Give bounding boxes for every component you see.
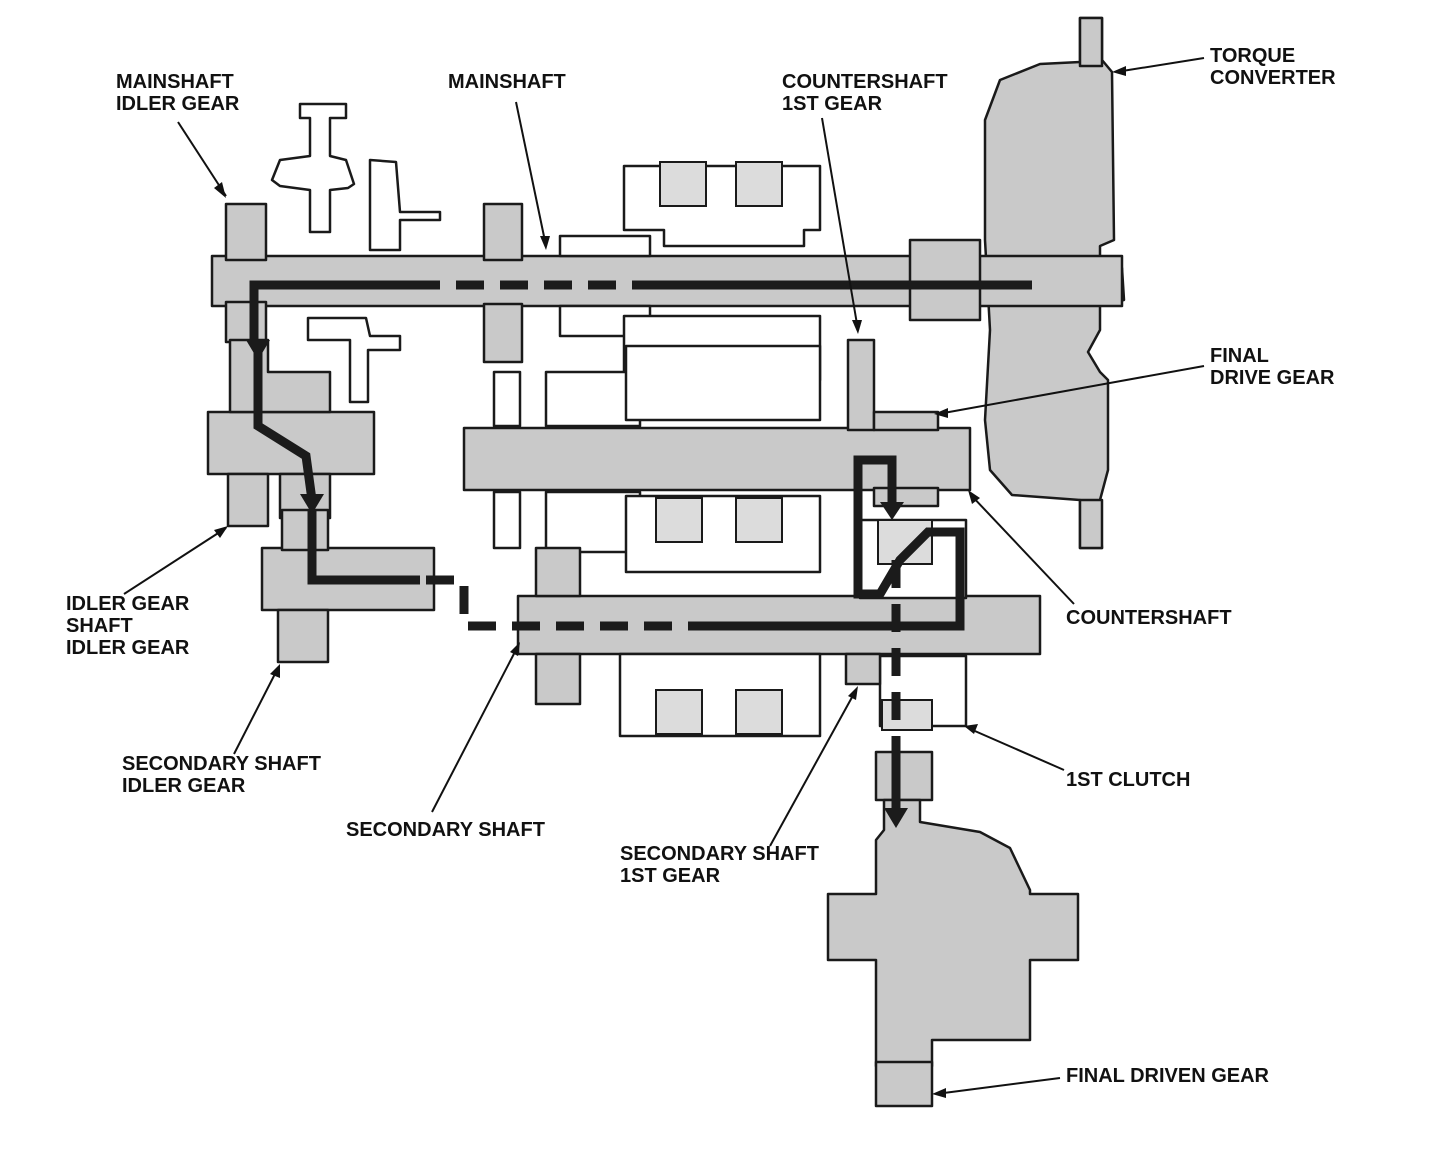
leader-countershaft-1st [821,117,859,331]
flow-secondary-shaft [690,455,965,631]
leader-1st-clutch [967,727,1065,771]
label-secondary-shaft: SECONDARY SHAFT [346,819,545,841]
leader-final-drive [937,365,1205,415]
countershaft-clutch-packs [655,497,783,543]
flow-arrow-final [884,808,908,828]
secondary-shaft-idler-gear [260,508,436,664]
label-countershaft: COUNTERSHAFT [1066,607,1232,629]
label-final-drive-gear: FINAL DRIVE GEAR [1210,345,1335,389]
label-mainshaft: MAINSHAFT [448,71,566,93]
label-mainshaft-idler-gear: MAINSHAFT IDLER GEAR [116,71,240,115]
final-driven-gear-assembly [826,750,1080,1108]
first-clutch-pack-lower [881,699,933,731]
labels: MAINSHAFT IDLER GEAR MAINSHAFT COUNTERSH… [66,45,1336,1087]
leader-lines [123,57,1205,1098]
leader-mainshaft [515,101,547,247]
flow-arrow-secondary-idler [300,494,324,514]
label-secondary-shaft-idler-gear: SECONDARY SHAFT IDLER GEAR [122,753,326,797]
leader-final-driven [935,1077,1061,1095]
leader-idler-gear-shaft [123,527,227,595]
flow-secondary-idler [307,510,420,585]
power-flow-path [246,280,1032,828]
flow-arrow-countershaft [880,502,904,520]
label-final-driven-gear: FINAL DRIVEN GEAR [1066,1065,1270,1087]
label-countershaft-1st-gear: COUNTERSHAFT 1ST GEAR [782,71,953,115]
leader-secondary-1st [769,689,857,847]
leader-torque-converter [1115,57,1205,73]
leader-secondary-shaft [431,645,519,813]
label-torque-converter: TORQUE CONVERTER [1210,45,1336,89]
leader-mainshaft-idler [177,121,227,197]
flow-arrow-idler [246,340,270,360]
flow-mainshaft-left [249,280,420,346]
label-idler-gear-shaft: IDLER GEAR SHAFT IDLER GEAR [66,593,195,659]
label-secondary-shaft-1st-gear: SECONDARY SHAFT 1ST GEAR [620,843,824,887]
label-1st-clutch: 1ST CLUTCH [1066,769,1190,791]
flow-to-secondary-shaft [426,575,690,631]
flow-idler-down [253,346,317,501]
leader-countershaft [969,493,1075,605]
leader-secondary-idler [233,667,279,755]
